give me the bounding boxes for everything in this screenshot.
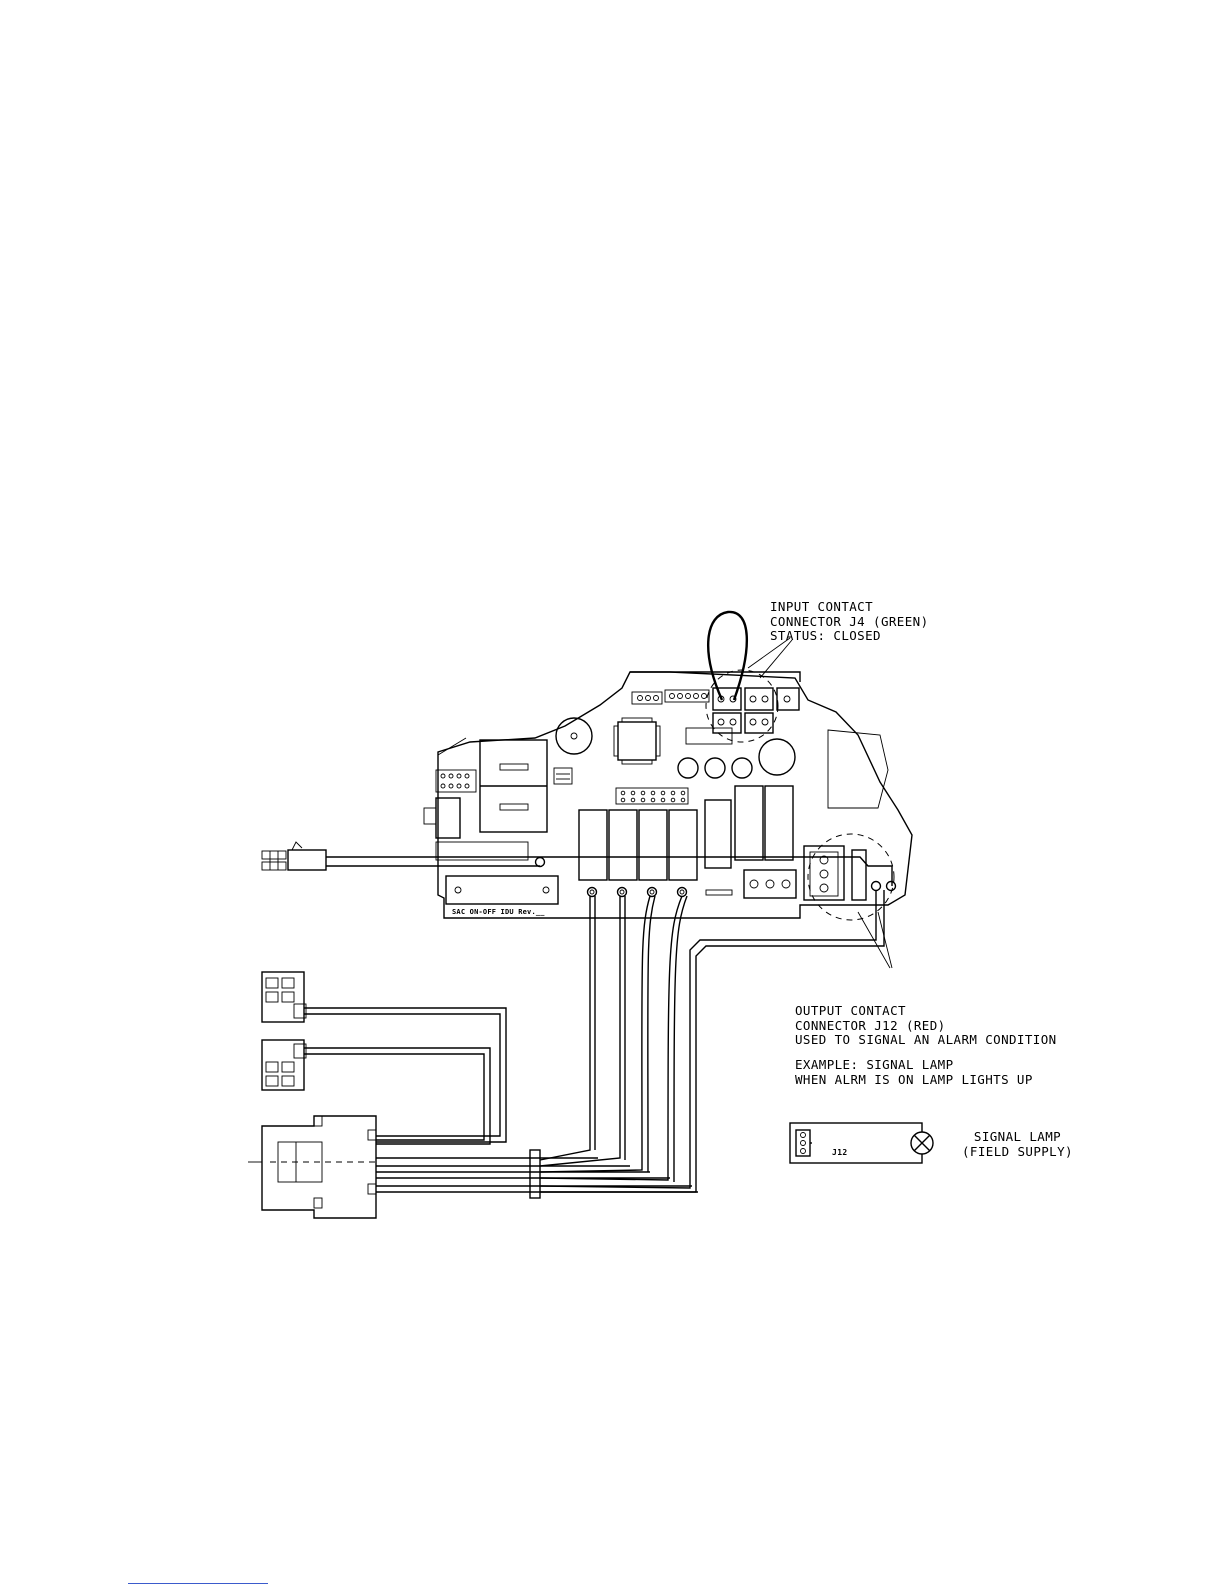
buzzer xyxy=(556,718,592,754)
pin-header-2x7 xyxy=(616,788,688,804)
small-connector-bottom xyxy=(262,1040,306,1090)
pcb-board-outline xyxy=(438,672,912,918)
footer-rule xyxy=(128,1583,268,1584)
output-contact-line-2: CONNECTOR J12 (RED) xyxy=(795,1019,1057,1034)
dip-switch xyxy=(554,768,572,784)
left-module xyxy=(436,798,460,838)
large-capacitor xyxy=(759,739,795,775)
input-contact-line-1: INPUT CONTACT xyxy=(770,600,929,615)
jumper-loop xyxy=(708,612,747,700)
j4-detail-circle xyxy=(706,670,778,742)
signal-lamp-circuit xyxy=(790,1123,922,1163)
capacitor-1 xyxy=(678,758,698,778)
two-pin-plug xyxy=(262,842,326,870)
input-contact-line-3: STATUS: CLOSED xyxy=(770,629,929,644)
header-connector-a xyxy=(632,692,662,704)
signal-lamp-note: SIGNAL LAMP (FIELD SUPPLY) xyxy=(962,1130,1073,1159)
bottom-module xyxy=(446,876,558,904)
cable-tie xyxy=(530,1150,540,1198)
small-connector-top xyxy=(262,972,306,1022)
output-contact-note: OUTPUT CONTACT CONNECTOR J12 (RED) USED … xyxy=(795,1004,1057,1048)
main-connector xyxy=(248,1116,376,1218)
relay-wire-3 xyxy=(540,896,655,1172)
relay-wire-4 xyxy=(540,896,687,1182)
capacitor-2 xyxy=(705,758,725,778)
signal-lamp-line-1: SIGNAL LAMP xyxy=(962,1130,1073,1145)
output-contact-line-3: USED TO SIGNAL AN ALARM CONDITION xyxy=(795,1033,1057,1048)
pcb-cutaway-edge xyxy=(438,730,888,808)
signal-lamp-line-2: (FIELD SUPPLY) xyxy=(962,1145,1073,1160)
output-contact-line-1: OUTPUT CONTACT xyxy=(795,1004,1057,1019)
header-connector-b xyxy=(665,690,709,702)
left-header xyxy=(436,770,476,792)
relay-wire-1 xyxy=(540,896,595,1160)
input-contact-note: INPUT CONTACT CONNECTOR J4 (GREEN) STATU… xyxy=(770,600,929,644)
signal-lamp-icon xyxy=(911,1132,933,1154)
fuse xyxy=(706,890,732,895)
board-label: SAC ON-OFF IDU Rev.__ xyxy=(452,908,545,916)
microcontroller-chip xyxy=(614,718,660,764)
relay-icon xyxy=(579,786,793,880)
j12-label: J12 xyxy=(832,1148,848,1157)
harness-bundle xyxy=(304,1008,698,1192)
connector-j4-icon xyxy=(713,688,799,733)
input-contact-line-2: CONNECTOR J4 (GREEN) xyxy=(770,615,929,630)
connector-j12-icon xyxy=(744,846,896,900)
capacitor-3 xyxy=(732,758,752,778)
example-note: EXAMPLE: SIGNAL LAMP WHEN ALRM IS ON LAM… xyxy=(795,1058,1033,1087)
example-line-2: WHEN ALRM IS ON LAMP LIGHTS UP xyxy=(795,1073,1033,1088)
relay-wire-2 xyxy=(540,896,625,1166)
example-line-1: EXAMPLE: SIGNAL LAMP xyxy=(795,1058,1033,1073)
component-block xyxy=(686,728,732,744)
